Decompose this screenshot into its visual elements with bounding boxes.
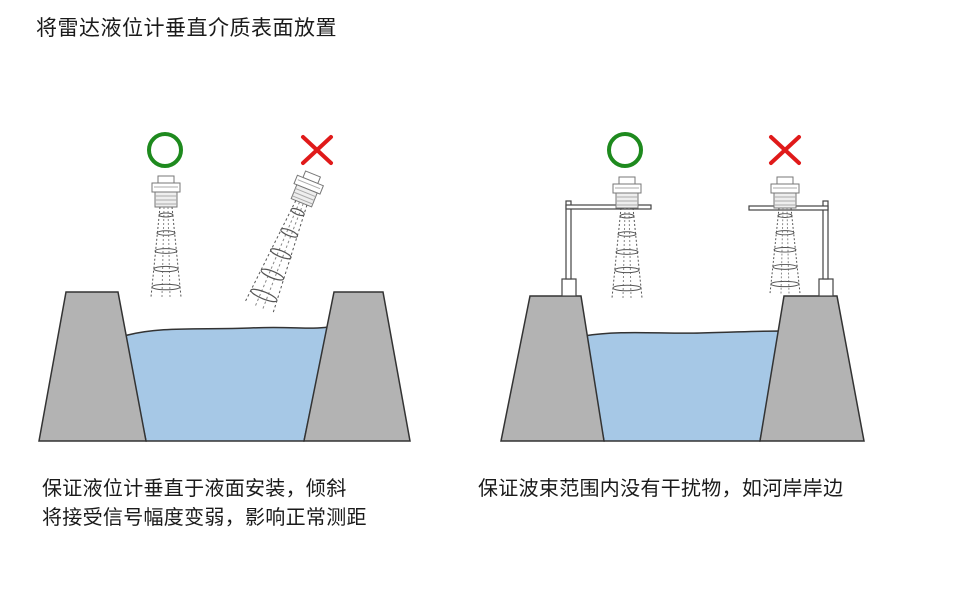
right-caption-line: 保证波束范围内没有干扰物，如河岸岸边	[478, 476, 844, 500]
tilted-sensor	[244, 168, 327, 314]
left-bank-left	[38, 291, 147, 442]
circle-check-icon	[147, 132, 183, 168]
correct-sensor	[611, 176, 643, 299]
right-panel	[500, 132, 865, 442]
left-water	[123, 326, 329, 442]
vertical-sensor	[150, 175, 182, 298]
left-bank-right	[303, 291, 411, 442]
left-bracket	[561, 200, 652, 297]
obstructed-sensor	[769, 176, 801, 294]
cross-icon	[301, 135, 333, 165]
page-title: 将雷达液位计垂直介质表面放置	[36, 16, 337, 40]
right-bank-left	[500, 295, 605, 442]
left-caption-line: 将接受信号幅度变弱，影响正常测距	[42, 505, 367, 529]
right-water	[583, 330, 782, 442]
right-caption: 保证波束范围内没有干扰物，如河岸岸边	[478, 474, 843, 503]
left-panel	[38, 132, 411, 442]
left-caption-line: 保证液位计垂直于液面安装，倾斜	[42, 476, 347, 500]
circle-check-icon	[607, 132, 643, 168]
right-bank-right	[759, 295, 865, 442]
cross-icon	[769, 135, 801, 165]
left-caption: 保证液位计垂直于液面安装，倾斜 将接受信号幅度变弱，影响正常测距	[42, 474, 367, 532]
